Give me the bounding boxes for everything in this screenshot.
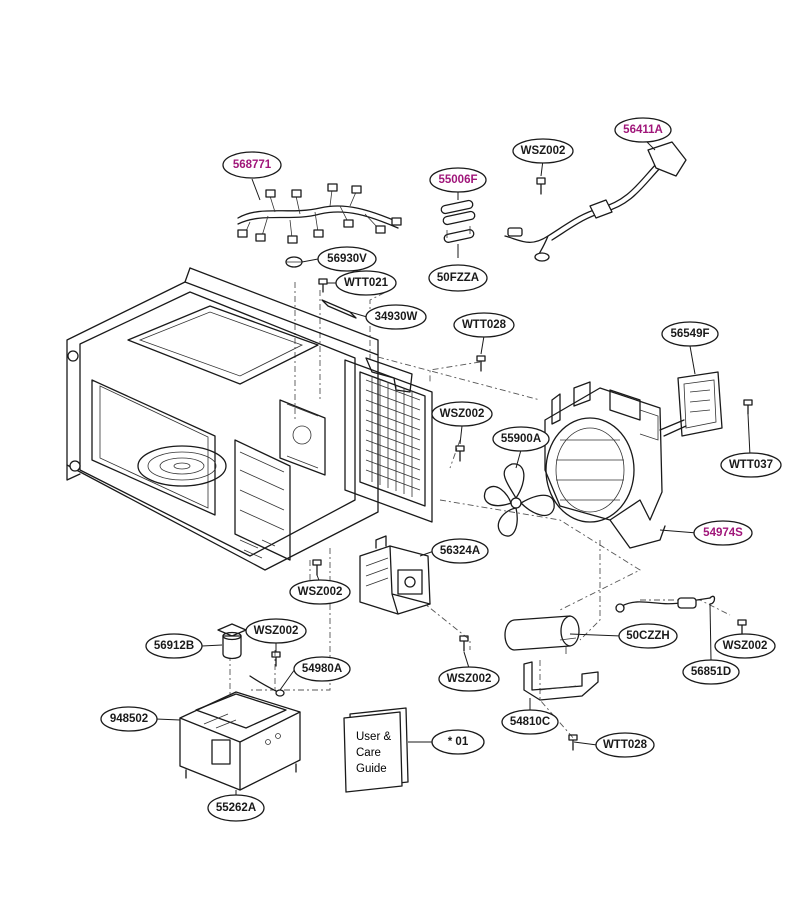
callout-text: WSZ002 bbox=[447, 673, 492, 685]
callout-01: * 01 bbox=[431, 729, 485, 755]
callout-text: 56851D bbox=[691, 666, 731, 678]
transformer-drawing bbox=[179, 691, 301, 791]
callout-WTT028b: WTT028 bbox=[595, 732, 655, 758]
callout-50FZZA: 50FZZA bbox=[428, 264, 488, 292]
callout-text: WTT028 bbox=[603, 739, 648, 751]
callout-54810C: 54810C bbox=[501, 709, 559, 735]
callout-56912B: 56912B bbox=[145, 633, 203, 659]
callout-56324A: 56324A bbox=[431, 538, 489, 564]
guide-line-2: Care bbox=[356, 747, 381, 759]
callout-text: 56912B bbox=[154, 640, 194, 652]
vent-panel-drawing bbox=[344, 357, 433, 523]
callout-568771: 568771 bbox=[222, 151, 282, 179]
callout-text: 56549F bbox=[670, 328, 709, 340]
hv-diode-drawing bbox=[615, 595, 716, 613]
callout-text: 56930V bbox=[327, 253, 367, 265]
wire-harness-drawing bbox=[237, 183, 402, 244]
callout-WSZ002c: WSZ002 bbox=[289, 579, 351, 605]
callout-text: 54810C bbox=[510, 716, 550, 728]
callout-WTT021: WTT021 bbox=[335, 270, 397, 296]
callout-56851D: 56851D bbox=[682, 659, 740, 685]
callout-50CZZH: 50CZZH bbox=[618, 623, 678, 649]
callout-text: 54980A bbox=[302, 663, 342, 675]
fan-blade-drawing bbox=[483, 463, 555, 537]
callout-labels: 568771 55006F 56411A WSZ002 56930V WTT02… bbox=[100, 117, 782, 822]
bracket-drawing bbox=[321, 299, 357, 319]
callout-55006F: 55006F bbox=[429, 167, 487, 193]
callout-WSZ002f: WSZ002 bbox=[714, 633, 776, 659]
callout-text: 54974S bbox=[703, 527, 743, 539]
callout-text: 55900A bbox=[501, 433, 541, 445]
callout-text: WSZ002 bbox=[254, 625, 299, 637]
callout-text: 948502 bbox=[110, 713, 148, 725]
lead-wire-drawing bbox=[249, 675, 285, 697]
callout-text: WTT021 bbox=[344, 277, 389, 289]
callout-55262A: 55262A bbox=[207, 794, 265, 822]
callout-text: 55006F bbox=[438, 174, 477, 186]
callout-WTT028a: WTT028 bbox=[453, 312, 515, 338]
magnetron-drawing bbox=[359, 535, 431, 615]
callout-WSZ002d: WSZ002 bbox=[438, 666, 500, 692]
fan-duct-drawing bbox=[544, 381, 666, 549]
user-care-guide: User & Care Guide bbox=[343, 707, 409, 793]
callout-text: 56324A bbox=[440, 545, 480, 557]
callout-text: 34930W bbox=[375, 311, 418, 323]
callout-WSZ002b: WSZ002 bbox=[431, 401, 493, 427]
fuses-drawing bbox=[440, 199, 476, 243]
callout-text: WTT028 bbox=[462, 319, 507, 331]
oven-cavity-drawing bbox=[66, 267, 379, 571]
callout-text: * 01 bbox=[448, 736, 469, 748]
screws-drawing bbox=[271, 177, 753, 751]
callout-text: WSZ002 bbox=[521, 145, 566, 157]
callout-34930W: 34930W bbox=[365, 304, 427, 330]
callout-text: 568771 bbox=[233, 159, 272, 171]
callout-56411A: 56411A bbox=[614, 117, 672, 143]
callout-55900A: 55900A bbox=[492, 426, 550, 452]
capacitor-drawing bbox=[504, 615, 580, 654]
callout-text: 55262A bbox=[216, 802, 256, 814]
callout-text: WTT037 bbox=[729, 459, 773, 471]
callout-text: 56411A bbox=[623, 124, 663, 136]
callout-54980A: 54980A bbox=[293, 656, 351, 682]
callout-text: 50FZZA bbox=[437, 272, 479, 284]
callout-WSZ002a: WSZ002 bbox=[512, 138, 574, 164]
callout-WTT037: WTT037 bbox=[720, 452, 782, 478]
stirrer-motor-drawing bbox=[217, 623, 247, 660]
callout-948502: 948502 bbox=[100, 706, 158, 732]
guide-line-1: User & bbox=[356, 731, 391, 743]
callout-text: 50CZZH bbox=[626, 630, 669, 642]
callout-text: WSZ002 bbox=[298, 586, 343, 598]
callout-text: WSZ002 bbox=[440, 408, 485, 420]
power-cord-drawing bbox=[504, 141, 687, 262]
callout-text: WSZ002 bbox=[723, 640, 768, 652]
callout-56549F: 56549F bbox=[661, 321, 719, 347]
switch-assembly-drawing bbox=[659, 371, 723, 437]
callout-56930V: 56930V bbox=[317, 246, 377, 272]
thermostat-drawing bbox=[285, 256, 303, 268]
capacitor-bracket-drawing bbox=[523, 661, 599, 701]
callout-54974S: 54974S bbox=[693, 520, 753, 546]
callout-WSZ002e: WSZ002 bbox=[245, 618, 307, 644]
guide-line-3: Guide bbox=[356, 763, 387, 775]
